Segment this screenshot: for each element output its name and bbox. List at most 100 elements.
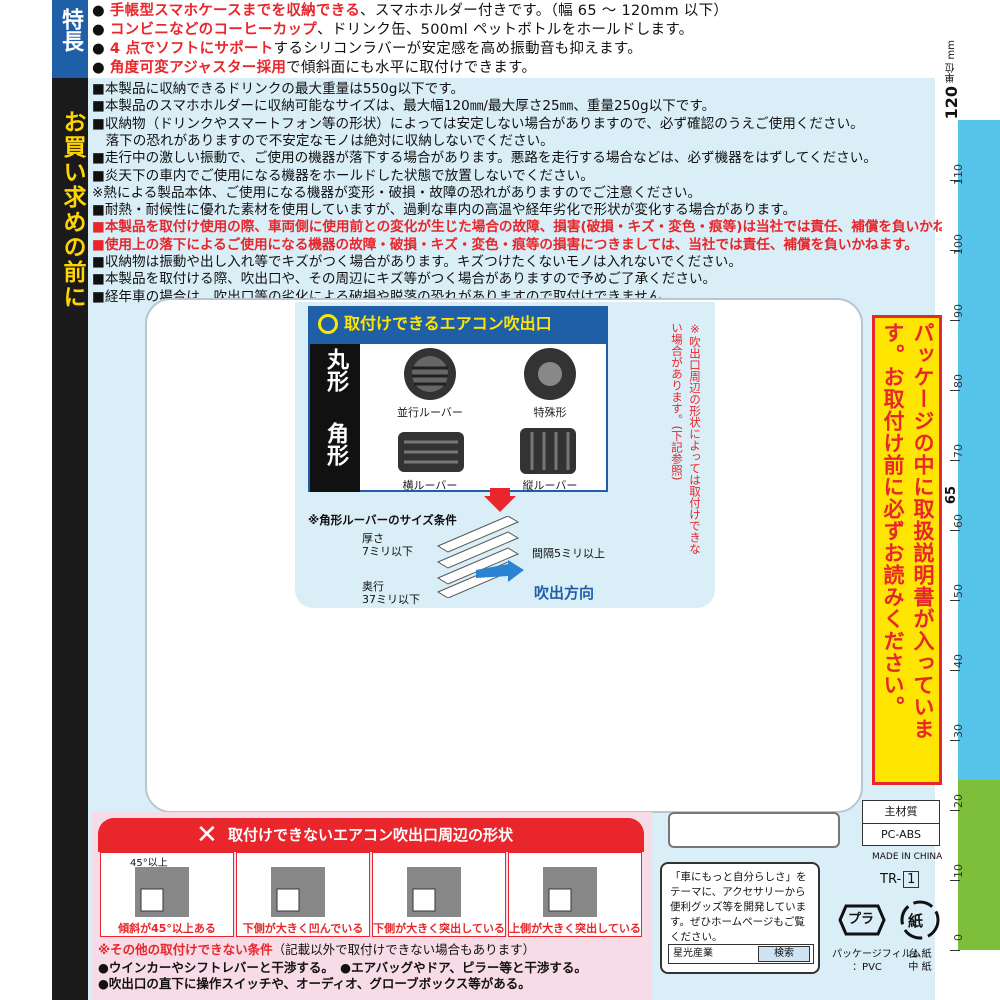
feature-highlight: 4 点でソフトにサポート: [109, 41, 274, 57]
ruler-tick-label: 70: [952, 444, 965, 458]
vent-grid: 丸形 角形 並行ルーバー 特殊形 横ルーバー 縦ルーバー: [308, 342, 608, 492]
vent-shape-icon: [271, 867, 325, 917]
material-value: PC-ABS: [881, 828, 921, 841]
note-line: 落下の恐れがありますので不安定なモノは絶対に収納しないでください。: [92, 132, 554, 149]
ruler-unit: 単位 mm: [946, 40, 957, 83]
ruler-tick: [950, 320, 960, 321]
made-in: MADE IN CHINA: [872, 852, 943, 862]
condition-line: ●ウインカーやシフトレバーと干渉する。 ●エアバッグやドア、ピラー等と干渉する。: [98, 960, 587, 975]
feature-line: ● コンビニなどのコーヒーカップ、ドリンク缶、500ml ペットボトルをホールド…: [92, 22, 694, 38]
ruler-tick: [950, 950, 960, 951]
other-title-text: ※その他の取付けできない条件: [98, 942, 273, 957]
note-line: ■炎天下の車内でご使用になる機器をホールドした状態で放置しないでください。: [92, 167, 594, 184]
note-line: ■収納物（ドリンクやスマートフォン等の形状）によっては安定しない場合がありますの…: [92, 115, 864, 132]
model-prefix: TR-: [880, 872, 902, 887]
feature-line: ● 手帳型スマホケースまでを収納できる、スマホホルダー付きです。（幅 65 ～ …: [92, 3, 729, 19]
ok-circle-icon: [318, 314, 338, 334]
note-line: ■本製品に収納できるドリンクの最大重量は550g以下です。: [92, 81, 465, 97]
note-line: ■走行中の激しい振動で、ご使用の機器が落下する場合があります。悪路を走行する場合…: [92, 150, 877, 167]
left-bar: [52, 0, 88, 1000]
vent-illustrations: [398, 348, 576, 474]
note-line: ■使用上の落下によるご使用になる機器の故障・破損・キズ・変色・痕等の損害につきま…: [92, 236, 919, 253]
ruler-tick: [950, 460, 960, 461]
paper-label: 台 紙 中 紙: [908, 949, 932, 973]
features-tag: 特長: [52, 0, 88, 78]
search-button: 検索: [758, 946, 810, 962]
material-box: 主材質 PC-ABS: [862, 800, 940, 846]
ruler-tick-label: 80: [952, 374, 965, 388]
not-installable-caption: 下側が大きく突出している: [373, 922, 505, 935]
feature-highlight: コンビニなどのコーヒーカップ: [109, 22, 318, 38]
ruler-tick: [950, 600, 960, 601]
model-number: TR-1: [880, 871, 920, 888]
not-installable-cell: [372, 852, 506, 937]
paper-recycle-icon: [900, 900, 940, 940]
note-line: ■収納物は振動や出し入れ等でキズがつく場合があります。キズつけたくないモノは入れ…: [92, 254, 742, 270]
cross-icon: ✕: [196, 820, 218, 850]
ruler-tick: [950, 180, 960, 181]
vent-caption: 特殊形: [533, 406, 567, 419]
thickness-label: 厚さ 7ミリ以下: [362, 532, 413, 558]
not-installable-cell: [508, 852, 642, 937]
gap-label: 間隔5ミリ以上: [532, 547, 605, 560]
ruler-mark: 65: [944, 486, 959, 505]
note-line: ■耐熱・耐候性に優れた素材を使用していますが、過剰な車内の高温や経年劣化で形状が…: [92, 202, 797, 219]
ruler-tick: [950, 530, 960, 531]
depth-label: 奥行 37ミリ以下: [362, 580, 420, 606]
ruler-tick-label: 90: [952, 304, 965, 318]
feature-highlight: 手帳型スマホケースまでを収納できる: [109, 3, 361, 19]
film-label: パッケージフィルム ：PVC: [832, 949, 922, 973]
not-installable-caption: 傾斜が45°以上ある: [118, 922, 216, 935]
ruler-tick-label: 50: [952, 584, 965, 598]
package-note: パッケージの中に取扱説明書が入っています。お取付け前に必ずお読みください。: [881, 322, 935, 740]
note-line: ※熱による製品本体、ご使用になる機器が変形・破損・故障の恐れがありますのでご注意…: [92, 184, 702, 201]
notes-tag: お買い求めの前に: [59, 110, 85, 310]
features-tag-text: 特長: [58, 8, 83, 52]
round-label: 丸形: [310, 344, 360, 418]
ruler-tick-label: 20: [952, 794, 965, 808]
vent-shape-icon: [407, 867, 461, 917]
other-sub-text: （記載以外で取付けできない場合もあります）: [272, 942, 536, 957]
ruler-top: 120: [942, 86, 961, 120]
blank-box: [668, 812, 840, 848]
model-num: 1: [903, 871, 920, 888]
feature-rest: 、スマホホルダー付きです。（幅 65 ～ 120mm 以下）: [360, 3, 729, 19]
direction-label: 吹出方向: [534, 584, 595, 602]
feature-rest: するシリコンラバーが安定感を高め振動音も抑えます。: [273, 41, 643, 57]
round-label-text: 丸形: [323, 348, 348, 392]
pla-label: プラ: [848, 912, 875, 927]
ruler-blue-band: [958, 120, 1000, 780]
vertical-louver-icon: [520, 428, 576, 474]
feature-rest: で傾斜面にも水平に取付けできます。: [286, 60, 537, 76]
vent-shape-icon: [135, 867, 189, 917]
ruler-tick-label: 30: [952, 724, 965, 738]
ruler-tick: [950, 810, 960, 811]
ruler-tick-label: 100: [952, 234, 965, 255]
ruler-tick: [950, 740, 960, 741]
condition-line: ●吹出口の直下に操作スイッチや、オーディオ、グローブボックス等がある。: [98, 976, 531, 991]
square-label: 角形: [310, 418, 360, 492]
louver-size-diagram: [436, 516, 520, 598]
ruler-tick: [950, 880, 960, 881]
material-label: 主材質: [863, 801, 939, 824]
vent-caption: 縦ルーバー: [522, 479, 578, 492]
features-background: [88, 0, 935, 78]
not-installable-title: 取付けできないエアコン吹出口周辺の形状: [98, 818, 644, 852]
square-label-text: 角形: [323, 422, 348, 466]
vent-shape-icon: [543, 867, 597, 917]
ruler-green-band: [958, 780, 1000, 950]
feature-highlight: 角度可変アジャスター採用: [109, 60, 287, 76]
ruler-tick-label: 10: [952, 864, 965, 878]
down-arrow-icon: [484, 488, 516, 512]
note-line: ■本製品を取付け使用の際、車両側に使用前との変化が生じた場合の故障、損害(破損・…: [92, 219, 986, 236]
note-line: ■本製品を取付ける際、吹出口や、その周辺にキズ等がつく場合がありますので予めご了…: [92, 271, 717, 288]
pla-recycle-icon: [838, 904, 886, 936]
vent-title: 取付けできるエアコン吹出口: [308, 306, 608, 342]
feature-line: ● 角度可変アジャスター採用で傾斜面にも水平に取付けできます。: [92, 60, 537, 76]
not-installable-cell: [100, 852, 234, 937]
not-installable-caption: 上側が大きく突出している: [509, 922, 641, 935]
size-title: ※角形ルーバーのサイズ条件: [308, 513, 457, 527]
package-note-box: [872, 315, 942, 785]
feature-rest: 、ドリンク缶、500ml ペットボトルをホールドします。: [317, 22, 694, 38]
note-line: ■本製品のスマホホルダーに収納可能なサイズは、最大幅120㎜/最大厚さ25㎜、重…: [92, 98, 716, 115]
